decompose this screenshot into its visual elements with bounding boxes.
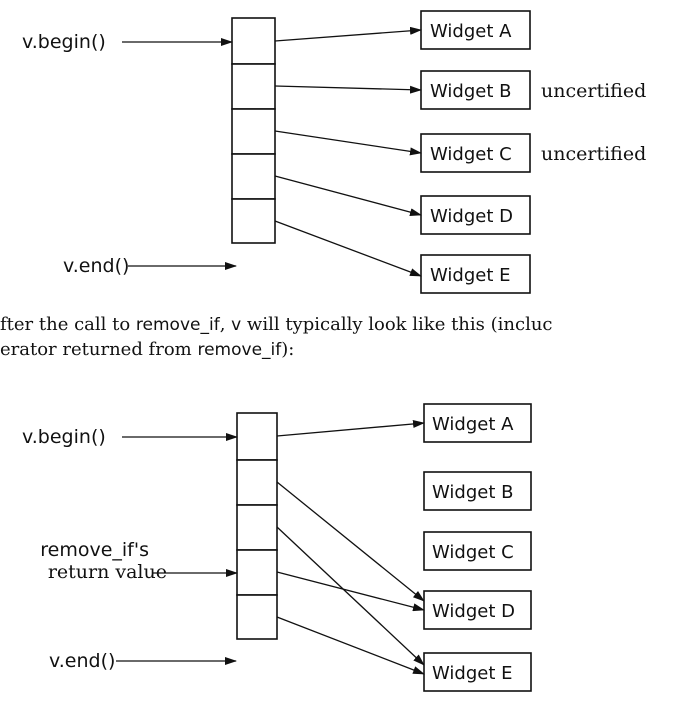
caption-line-2: erator returned from remove_if): [0, 339, 691, 360]
widget-box [423, 531, 532, 571]
element-arrow [274, 85, 422, 94]
caption-code: remove_if [197, 340, 282, 360]
widget-label: Widget C [432, 542, 514, 563]
widget-box [420, 70, 531, 110]
return-value-label: return value [48, 561, 167, 583]
widget-label: Widget D [432, 601, 515, 622]
widget-label: Widget A [432, 414, 514, 435]
element-arrow [274, 175, 422, 217]
uncertified-annotation: uncertified [541, 143, 646, 165]
element-arrow [274, 130, 422, 156]
widget-label: Widget E [430, 265, 510, 286]
caption-line-1: fter the call to remove_if, v will typic… [0, 314, 691, 335]
element-arrow [274, 220, 422, 277]
caption-text: , [219, 314, 232, 335]
vector-cell [231, 198, 276, 244]
vector-cell [231, 153, 276, 200]
widget-box [423, 471, 532, 511]
begin-label: v.begin() [22, 426, 106, 448]
vector-cell [231, 63, 276, 110]
widget-box [423, 403, 532, 443]
element-arrow [274, 26, 422, 42]
widget-box [420, 254, 531, 294]
widget-label: Widget A [430, 21, 512, 42]
widget-label: Widget D [430, 206, 513, 227]
vector-cell [236, 459, 278, 506]
element-arrow [276, 419, 425, 437]
widget-label: Widget E [432, 663, 512, 684]
end-label: v.end() [63, 255, 129, 277]
vector-cell [236, 594, 278, 640]
vector-cell [236, 549, 278, 596]
end-label: v.end() [49, 650, 115, 672]
widget-label: Widget B [432, 482, 513, 503]
vector-cell [236, 504, 278, 551]
caption-text: erator returned from [0, 339, 198, 360]
return-value-label: remove_if's [40, 539, 149, 561]
widget-box [423, 652, 532, 692]
widget-label: Widget B [430, 81, 511, 102]
widget-label: Widget C [430, 144, 512, 165]
caption-text: fter the call to [0, 314, 136, 335]
begin-label: v.begin() [22, 31, 106, 53]
uncertified-annotation: uncertified [541, 80, 646, 102]
widget-box [420, 195, 531, 235]
element-arrow [276, 481, 425, 602]
caption-text: will typically look like this (incluc [241, 314, 553, 335]
diagram-before: v.begin() v.end() Widget A Widget B Widg… [22, 10, 646, 294]
vector-cell [231, 17, 276, 65]
vector-cell [231, 108, 276, 155]
element-arrow [276, 616, 425, 675]
widget-box [423, 590, 532, 630]
caption-text: ): [281, 339, 295, 360]
element-arrow [276, 571, 425, 612]
caption-code: v [231, 315, 242, 335]
caption-code: remove_if [135, 315, 220, 335]
element-arrow [276, 526, 425, 666]
vector-cell [236, 412, 278, 461]
diagram-after: v.begin() remove_if's return value v.end… [22, 403, 532, 692]
